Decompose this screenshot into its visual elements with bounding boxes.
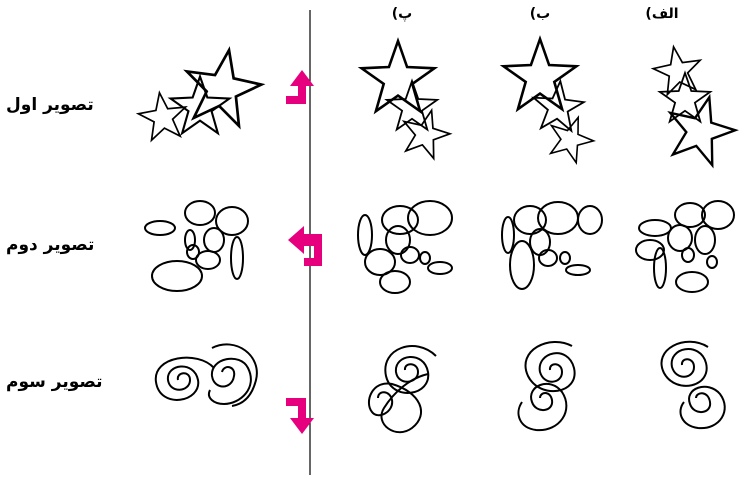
ellipses-original xyxy=(145,201,248,291)
ellipses-option-pe xyxy=(358,201,452,293)
spiral-option-be xyxy=(518,342,574,430)
spiral-option-alef xyxy=(662,342,725,428)
turn-left-arrow xyxy=(288,226,322,266)
stars-option-be xyxy=(504,39,600,166)
stars-option-alef xyxy=(650,43,742,169)
ellipses-option-be xyxy=(502,202,602,289)
stars-option-pe xyxy=(362,41,455,161)
spiral-option-pe xyxy=(369,346,436,432)
ellipses-option-alef xyxy=(636,201,734,292)
spiral-original xyxy=(156,344,257,406)
stars-original xyxy=(136,44,266,142)
